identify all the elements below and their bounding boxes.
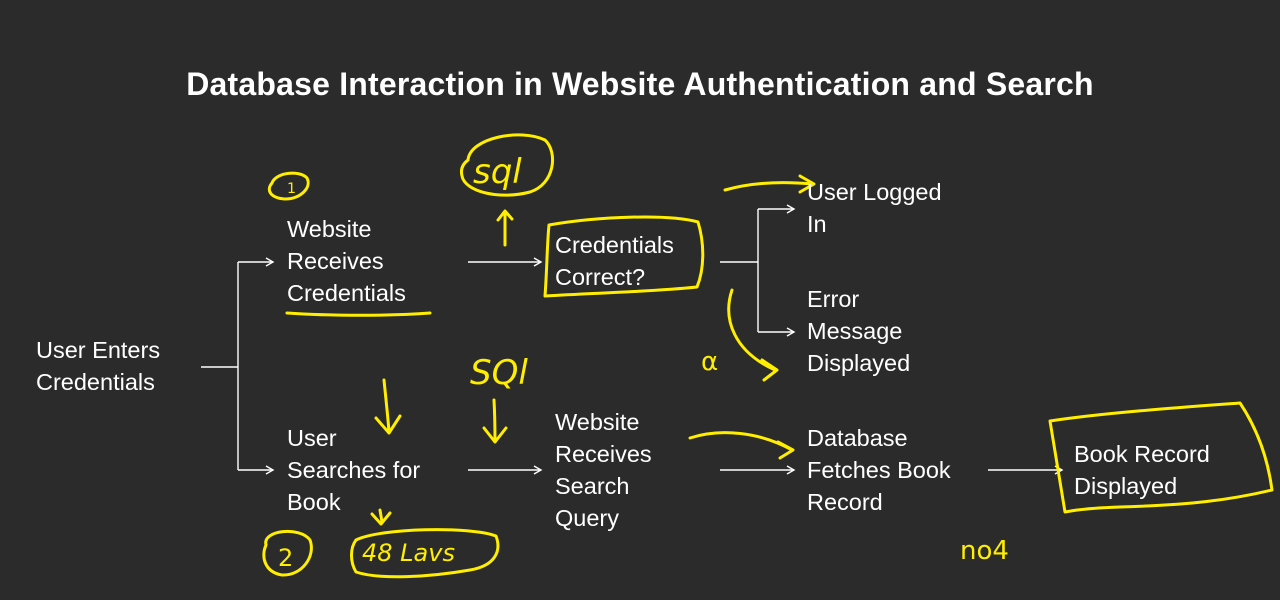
node-text-line: Message: [807, 318, 903, 344]
step-two-circle: [262, 529, 313, 577]
node-text-line: Book Record: [1074, 441, 1210, 467]
node-text-line: Credentials: [287, 280, 406, 306]
book-record-box: [1048, 401, 1274, 514]
node-database-fetches-book-record: Database Fetches Book Record: [807, 422, 951, 518]
node-text-line: Fetches Book: [807, 457, 951, 483]
bottom-note-label: 48 Lavs: [362, 539, 455, 567]
arrow-to-logged-in-ink: [723, 174, 816, 194]
node-user-searches-for-book: User Searches for Book: [287, 422, 420, 518]
node-text-line: Search: [555, 473, 630, 499]
credentials-underline: [285, 311, 432, 317]
curve-to-database-ink: [688, 431, 795, 460]
alpha-label: α: [701, 347, 718, 377]
node-text-line: User: [287, 425, 337, 451]
node-text-line: User Logged: [807, 179, 942, 205]
down-arrow-left: [374, 378, 402, 435]
node-text-line: In: [807, 211, 827, 237]
node-text-line: Book: [287, 489, 341, 515]
node-error-message-displayed: Error Message Displayed: [807, 283, 910, 379]
node-text-line: Query: [555, 505, 619, 531]
sql-top-label: sql: [473, 152, 522, 192]
node-text-line: Record: [807, 489, 883, 515]
step-two-label: 2: [278, 544, 293, 572]
node-text-line: Credentials: [36, 369, 155, 395]
node-user-logged-in: User Logged In: [807, 176, 942, 240]
credentials-correct-box: [543, 215, 705, 298]
node-text-line: Error: [807, 286, 860, 312]
node-text-line: Website: [555, 409, 640, 435]
node-website-receives-credentials: Website Receives Credentials: [287, 213, 406, 309]
node-book-record-displayed: Book Record Displayed: [1074, 438, 1210, 502]
node-text-line: Displayed: [807, 350, 911, 376]
node-text-line: Receives: [287, 248, 384, 274]
curve-to-error-ink: [727, 288, 779, 382]
node-text-line: Displayed: [1074, 473, 1178, 499]
node-text-line: Website: [287, 216, 372, 242]
step-one-circle: [267, 171, 310, 201]
node-text-line: User Enters: [36, 337, 161, 363]
node-text-line: Correct?: [555, 264, 646, 290]
node-user-enters-credentials: User Enters Credentials: [36, 334, 160, 398]
node-credentials-correct: Credentials Correct?: [555, 229, 674, 293]
node-website-receives-search-query: Website Receives Search Query: [555, 406, 652, 534]
small-down-arrow: [370, 508, 392, 526]
step-one-label: 1: [287, 181, 296, 197]
up-arrow: [496, 209, 514, 247]
sql-top-circle: [460, 133, 554, 197]
node-text-line: Receives: [555, 441, 652, 467]
node-text-line: Searches for: [287, 457, 421, 483]
node-text-line: Database: [807, 425, 908, 451]
diagram-title: Database Interaction in Website Authenti…: [186, 66, 1094, 102]
bottom-note-circle: [350, 528, 500, 579]
sql-middle-label: SQl: [470, 353, 528, 393]
node-text-line: Credentials: [555, 232, 674, 258]
right-note-label: no4: [960, 536, 1009, 566]
down-arrow-middle: [482, 398, 508, 444]
